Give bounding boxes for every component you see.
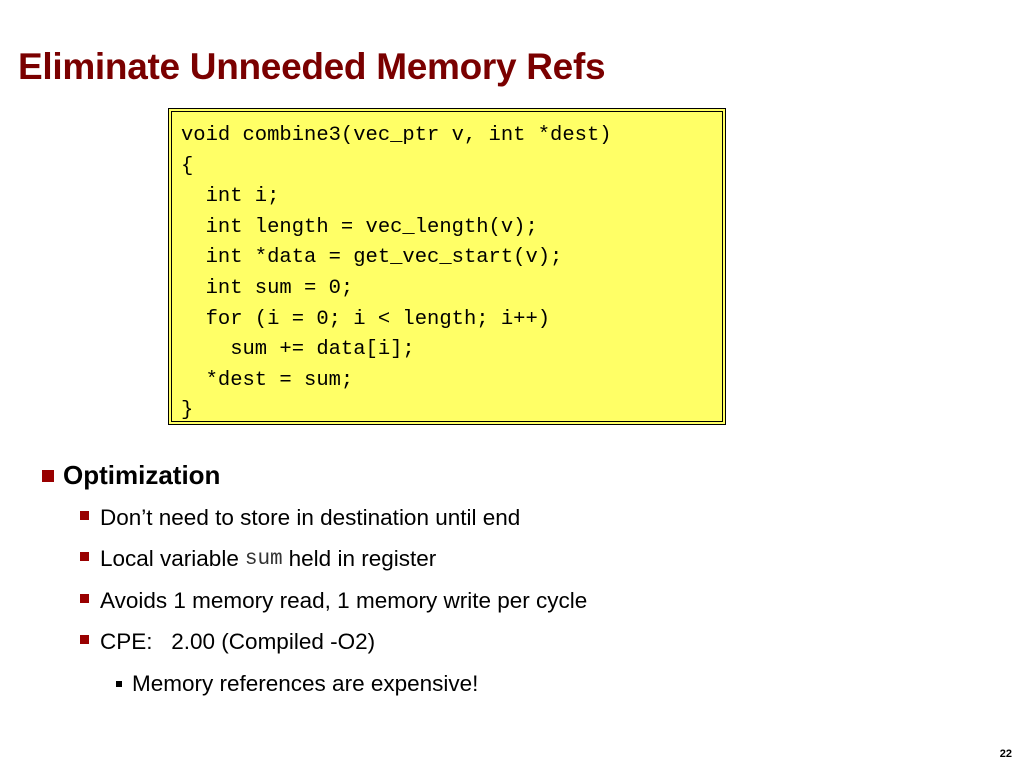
code-line: int sum = 0;: [181, 276, 354, 300]
bullet-item: Local variable sum held in register: [80, 546, 436, 572]
page-number: 22: [999, 748, 1012, 760]
bullet-item: Avoids 1 memory read, 1 memory write per…: [80, 588, 587, 614]
code-line: void combine3(vec_ptr v, int *dest): [181, 124, 612, 147]
bullet-item-text: CPE: 2.00 (Compiled -O2): [100, 629, 376, 654]
sub-bullet-item-text: Memory references are expensive!: [132, 671, 479, 696]
code-line: sum += data[i];: [181, 338, 415, 362]
square-bullet-icon: [80, 593, 89, 603]
slide-title: Eliminate Unneeded Memory Refs: [18, 46, 606, 87]
square-bullet-icon: [80, 510, 89, 520]
code-block: void combine3(vec_ptr v, int *dest) { in…: [168, 108, 726, 425]
bullet-item-text: held in register: [288, 546, 437, 571]
bullet-heading: Optimization: [42, 460, 220, 491]
small-square-bullet-icon: [116, 681, 122, 687]
bullet-item: Don’t need to store in destination until…: [80, 505, 520, 531]
bullet-item-text: Local variable: [100, 546, 239, 571]
square-bullet-icon: [42, 469, 54, 482]
inline-code: sum: [244, 547, 283, 571]
code-line: int i;: [181, 185, 280, 209]
code-line: for (i = 0; i < length; i++): [181, 307, 551, 331]
square-bullet-icon: [80, 634, 89, 644]
code-line: int length = vec_length(v);: [181, 215, 538, 239]
code-line: {: [181, 154, 194, 178]
code-line: *dest = sum;: [181, 368, 354, 392]
bullet-item-text: Don’t need to store in destination until…: [100, 505, 521, 530]
code-line: int *data = get_vec_start(v);: [181, 246, 563, 270]
square-bullet-icon: [80, 551, 89, 561]
bullet-item: CPE: 2.00 (Compiled -O2): [80, 629, 375, 655]
sub-bullet-item: Memory references are expensive!: [116, 671, 478, 697]
code-line: }: [181, 399, 194, 423]
bullet-heading-text: Optimization: [63, 460, 221, 490]
bullet-item-text: Avoids 1 memory read, 1 memory write per…: [100, 588, 588, 613]
